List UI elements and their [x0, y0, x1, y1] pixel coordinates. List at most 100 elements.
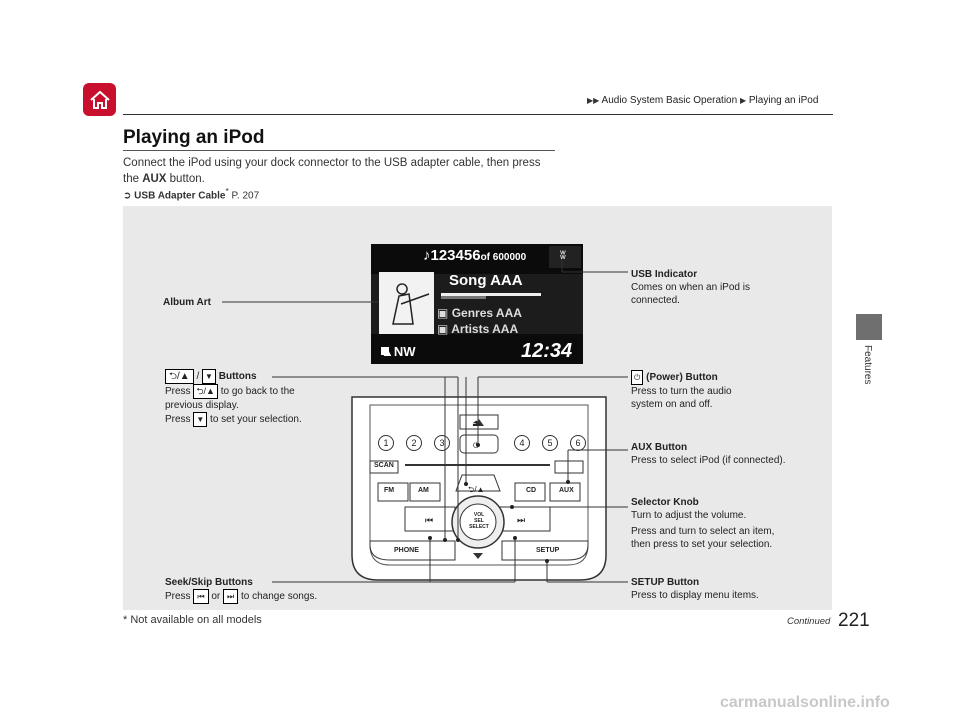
- intro-text-part: button.: [166, 173, 205, 185]
- breadcrumb: ▶▶ Audio System Basic Operation ▶ Playin…: [587, 95, 818, 106]
- song-title: Song AAA: [449, 272, 523, 289]
- page-title: Playing an iPod: [123, 127, 265, 148]
- music-note-icon: ♪: [423, 247, 431, 264]
- genre-icon: ▣: [437, 306, 449, 320]
- preset-button-2[interactable]: 2: [406, 435, 422, 451]
- artist-icon: ▣: [437, 322, 449, 336]
- aux-button[interactable]: AUX: [559, 487, 574, 494]
- seek-desc-text: to change songs.: [241, 591, 318, 603]
- compass-heading: NW: [393, 344, 416, 359]
- aux-desc: Press to select iPod (if connected).: [631, 455, 786, 466]
- xref-page: P. 207: [228, 190, 260, 202]
- back-slash: /: [196, 371, 200, 383]
- home-button[interactable]: [83, 83, 116, 116]
- preset-button-6[interactable]: 6: [570, 435, 586, 451]
- back-buttons-callout: ⮌/▲ / ▼ Buttons Press ⮌/▲ to go back to …: [165, 369, 330, 427]
- audio-display: ♪123456of 600000 Song AAA ▣ Genres AAA ▣…: [371, 244, 583, 364]
- artist-line: ▣ Artists AAA: [437, 322, 518, 336]
- preset-button-5[interactable]: 5: [542, 435, 558, 451]
- knob-title: Selector Knob: [631, 497, 699, 508]
- back-press-line-1: Press ⮌/▲ to go back to the: [165, 384, 330, 399]
- intro-text: Connect the iPod using your dock connect…: [123, 155, 563, 187]
- track-total: of 600000: [480, 252, 527, 263]
- phone-button[interactable]: PHONE: [394, 547, 419, 554]
- knob-label-vol: VOL: [473, 512, 485, 518]
- clock: 12:34: [521, 340, 573, 362]
- genre-name: Genres AAA: [451, 306, 522, 320]
- setup-title: SETUP Button: [631, 577, 700, 588]
- breadcrumb-arrow-icon: ▶▶: [587, 96, 600, 105]
- skip-forward-button[interactable]: ⏭: [517, 515, 526, 525]
- fm-button[interactable]: FM: [384, 487, 395, 494]
- side-tab-marker[interactable]: [856, 314, 882, 340]
- track-counter: ♪123456of 600000: [423, 247, 526, 264]
- header-divider: [123, 114, 833, 115]
- display-graphic: [371, 244, 583, 364]
- down-arrow-icon: ▼: [193, 412, 208, 427]
- genre-line: ▣ Genres AAA: [437, 306, 522, 320]
- usb-indicator-callout: USB Indicator Comes on when an iPod is c…: [631, 268, 791, 307]
- power-desc-2: system on and off.: [631, 399, 713, 410]
- xref-arrow-icon: ➲: [123, 190, 132, 202]
- footnote: * Not available on all models: [123, 614, 262, 626]
- selector-knob[interactable]: VOL SEL SELECT: [467, 512, 491, 530]
- track-number: 123456: [430, 247, 481, 264]
- seek-skip-callout: Seek/Skip Buttons Press ⏮ or ⏭ to change…: [165, 576, 365, 604]
- setup-desc: Press to display menu items.: [631, 590, 759, 601]
- home-icon: [89, 90, 110, 109]
- selector-knob-callout: Selector Knob Turn to adjust the volume.…: [631, 496, 821, 551]
- down-press-word: Press: [165, 414, 191, 426]
- compass-readout: ▲NW: [381, 344, 416, 359]
- back-up-icon: ⮌/▲: [193, 384, 218, 399]
- back-press-desc: to go back to the: [220, 386, 295, 398]
- back-press-word: Press: [165, 386, 191, 398]
- compass-arrow-icon: ▲: [381, 344, 394, 359]
- title-divider: [123, 150, 555, 151]
- back-buttons-title: Buttons: [218, 371, 257, 383]
- seek-desc: Press ⏮ or ⏭ to change songs.: [165, 589, 365, 604]
- intro-text-part: the: [123, 173, 143, 185]
- preset-button-4[interactable]: 4: [514, 435, 530, 451]
- side-tab-label: Features: [862, 345, 873, 385]
- usb-indicator-title: USB Indicator: [631, 269, 698, 280]
- watermark: carmanualsonline.info: [720, 694, 890, 711]
- intro-line-2: the AUX button.: [123, 171, 563, 187]
- usb-indicator-desc-2: connected.: [631, 295, 680, 306]
- artist-name: Artists AAA: [451, 322, 519, 336]
- continued-label: Continued: [787, 616, 831, 627]
- back-buttons-heading: ⮌/▲ / ▼ Buttons: [165, 369, 330, 384]
- setup-button[interactable]: SETUP: [536, 547, 560, 554]
- album-art-label: Album Art: [163, 296, 211, 309]
- back-press-line-3: Press ▼ to set your selection.: [165, 412, 330, 427]
- seek-back-icon: ⏮: [193, 589, 209, 604]
- xref-star: *: [225, 186, 229, 196]
- preset-button-3[interactable]: 3: [434, 435, 450, 451]
- cross-reference[interactable]: ➲ USB Adapter Cable* P. 207: [123, 186, 259, 201]
- knob-desc-1: Turn to adjust the volume.: [631, 510, 747, 521]
- usb-bluetooth-icon: ʬ: [560, 248, 566, 262]
- preset-button-1[interactable]: 1: [378, 435, 394, 451]
- scan-button[interactable]: SCAN: [374, 462, 394, 469]
- breadcrumb-current: Playing an iPod: [748, 95, 819, 106]
- eject-icon[interactable]: ⏏: [472, 418, 481, 428]
- seek-press-word: Press: [165, 591, 191, 603]
- usb-indicator-desc-1: Comes on when an iPod is: [631, 282, 750, 293]
- cd-button[interactable]: CD: [526, 487, 537, 494]
- knob-label-sel: SEL: [474, 518, 484, 524]
- skip-forward-icon: ⏭: [223, 589, 239, 604]
- am-button[interactable]: AM: [418, 487, 429, 494]
- back-press-line-2: previous display.: [165, 400, 239, 411]
- seek-title: Seek/Skip Buttons: [165, 577, 253, 588]
- back-up-icon: ⮌/▲: [165, 369, 194, 384]
- seek-back-button[interactable]: ⏮: [425, 515, 434, 525]
- xref-label: USB Adapter Cable: [134, 190, 226, 202]
- breadcrumb-link-audio[interactable]: Audio System Basic Operation: [601, 95, 738, 106]
- back-up-button[interactable]: ⮌/▲: [468, 485, 485, 494]
- knob-desc-2: Press and turn to select an item,: [631, 526, 775, 537]
- breadcrumb-arrow-icon: ▶: [739, 96, 747, 105]
- album-art-title: Album Art: [163, 297, 211, 308]
- setup-callout: SETUP Button Press to display menu items…: [631, 576, 801, 602]
- power-heading: ⏻ (Power) Button: [631, 370, 801, 385]
- power-callout: ⏻ (Power) Button Press to turn the audio…: [631, 370, 801, 411]
